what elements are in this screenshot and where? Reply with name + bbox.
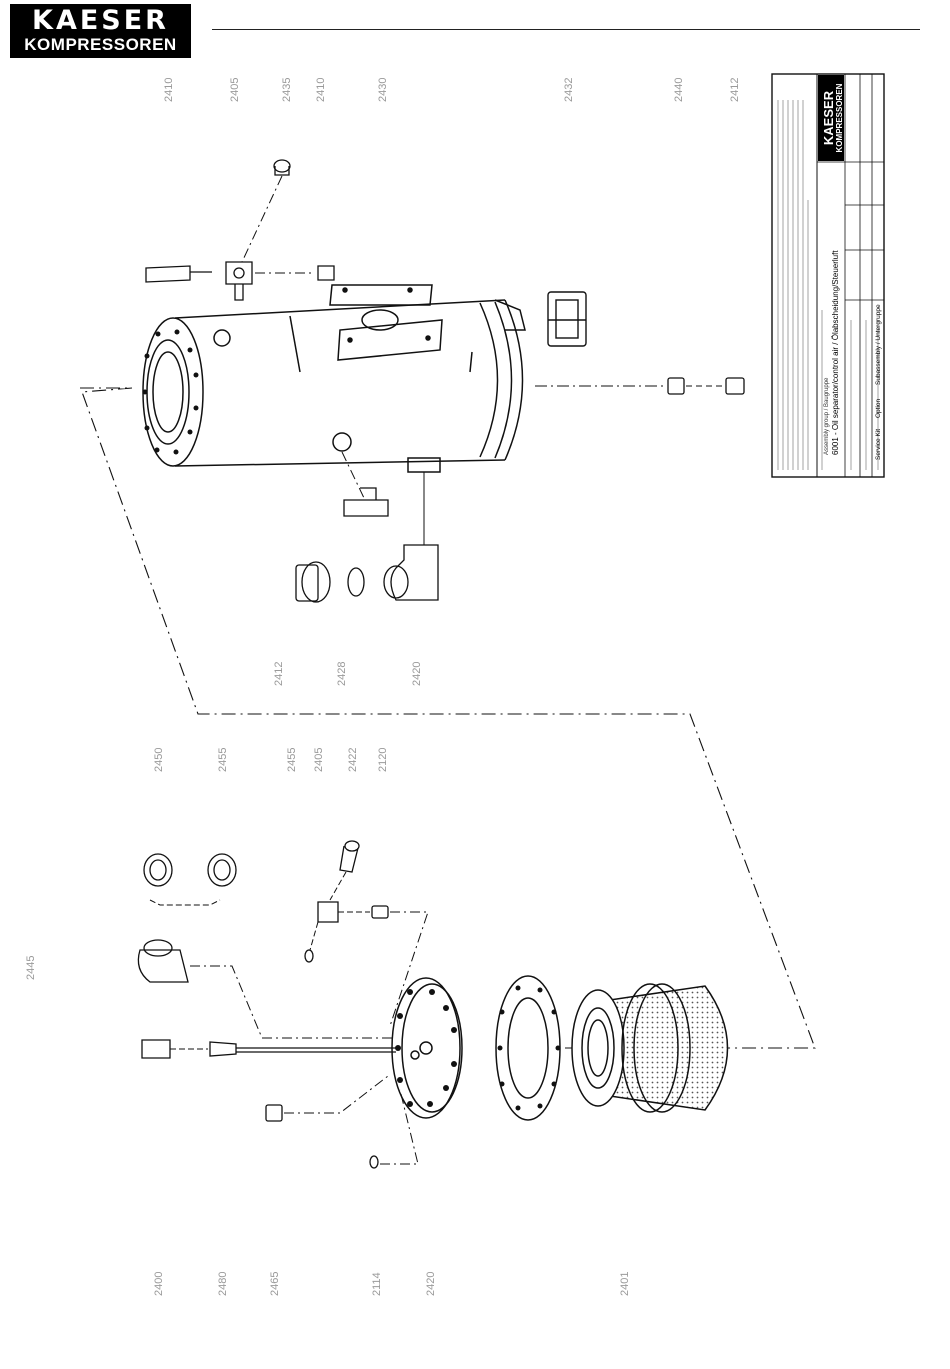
label-top-5: 2432 bbox=[563, 78, 575, 102]
label-mid-lower-4: 2422 bbox=[347, 748, 359, 772]
part-number-labels: 2410 2405 2435 2410 2430 2432 2440 2412 … bbox=[25, 78, 741, 1296]
lower-fittings bbox=[138, 841, 428, 1168]
label-bottom-0: 2400 bbox=[153, 1272, 165, 1296]
label-mid-lower-0: 2450 bbox=[153, 748, 165, 772]
legend-service-kit: Service Kit bbox=[875, 429, 882, 460]
label-bottom-3: 2114 bbox=[371, 1272, 383, 1296]
label-top-0: 2410 bbox=[163, 78, 175, 102]
label-top-3: 2410 bbox=[315, 78, 327, 102]
legend-option: Option bbox=[875, 398, 882, 418]
label-bottom-4: 2420 bbox=[425, 1272, 437, 1296]
label-top-6: 2440 bbox=[673, 78, 685, 102]
label-top-4: 2430 bbox=[377, 78, 389, 102]
label-top-1: 2405 bbox=[229, 78, 241, 102]
connector-block bbox=[548, 292, 586, 346]
label-mid-upper-0: 2412 bbox=[273, 662, 285, 686]
label-mid-upper-1: 2428 bbox=[336, 662, 348, 686]
cover-flange bbox=[392, 978, 462, 1118]
legend-subassembly: Subassembly / Untergruppe bbox=[875, 304, 882, 385]
label-top-2: 2435 bbox=[281, 78, 293, 102]
right-axis-fittings bbox=[535, 378, 744, 394]
label-top-7: 2412 bbox=[729, 78, 741, 102]
title-block-logo-line1: KAESER bbox=[821, 90, 836, 145]
drain-fittings bbox=[296, 452, 438, 602]
label-bottom-5: 2401 bbox=[619, 1272, 631, 1296]
top-fittings bbox=[146, 160, 334, 300]
assembly-group-label: Assembly group / Baugruppe bbox=[824, 377, 830, 455]
title-block: KAESER KOMPRESSOREN 6001 - Oil separator… bbox=[772, 74, 884, 477]
separator-cartridge bbox=[572, 984, 728, 1112]
label-mid-upper-2: 2420 bbox=[411, 662, 423, 686]
label-bottom-2: 2465 bbox=[269, 1272, 281, 1296]
label-mid-lower-3: 2405 bbox=[313, 748, 325, 772]
label-bottom-1: 2480 bbox=[217, 1272, 229, 1296]
label-mid-lower-2: 2455 bbox=[286, 748, 298, 772]
title-block-logo-line2: KOMPRESSOREN bbox=[835, 83, 844, 152]
separator-tank bbox=[143, 285, 526, 472]
drawing-title: 6001 - Oil separator/control air / Ölabs… bbox=[831, 250, 840, 455]
label-left-0: 2445 bbox=[25, 956, 37, 980]
label-mid-lower-1: 2455 bbox=[217, 748, 229, 772]
flange-gasket bbox=[496, 976, 561, 1120]
assembly-centerline bbox=[80, 388, 815, 1048]
label-mid-lower-5: 2120 bbox=[377, 748, 389, 772]
